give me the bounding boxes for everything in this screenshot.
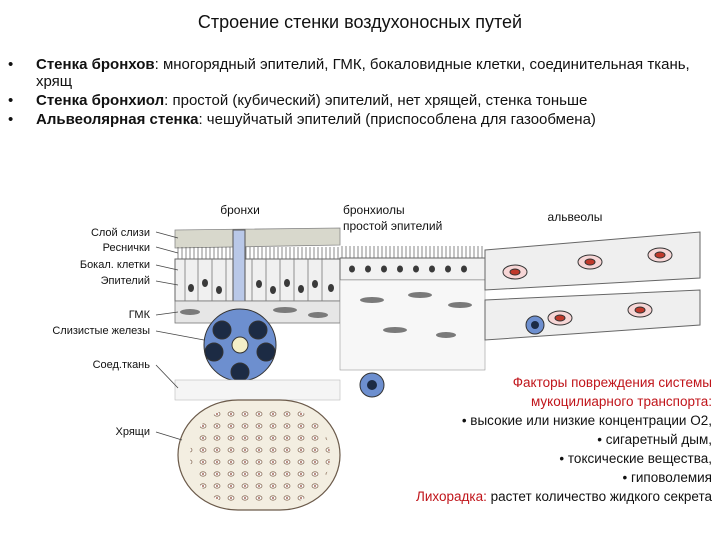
label-cartilage: Хрящи xyxy=(115,426,150,438)
factors-heading-2: мукоцилиарного транспорта: xyxy=(530,394,712,409)
label-bronchioles: бронхиолы xyxy=(343,203,405,217)
bullet-bronchi: • Стенка бронхов: многорядный эпителий, … xyxy=(8,56,708,90)
fever-label: Лихорадка: xyxy=(415,489,487,504)
alveolar-macrophage-nucleus xyxy=(531,321,539,329)
label-connective-tissue: Соед.ткань xyxy=(92,359,150,371)
cartilage-texture xyxy=(190,408,330,504)
bullet-alveolar-term: Альвеолярная стенка xyxy=(36,111,199,128)
bronchial-cilia xyxy=(175,247,340,259)
label-leaders xyxy=(155,231,205,441)
factor-item: • гиповолемия xyxy=(622,470,712,485)
bullet-dot: • xyxy=(8,56,14,73)
factors-heading-1: Факторы повреждения системы xyxy=(512,375,712,390)
fever-line: Лихорадка: растет количество жидкого сек… xyxy=(312,487,712,506)
label-epithelium: Эпителий xyxy=(100,275,150,287)
damage-factors: Факторы повреждения системы мукоцилиарно… xyxy=(312,373,712,506)
factor-item: • токсические вещества, xyxy=(559,451,712,466)
bullet-alveolar: • Альвеолярная стенка: чешуйчатый эпител… xyxy=(8,111,708,128)
label-bronchioles-epithelium: простой эпителий xyxy=(343,219,443,233)
bullet-bronchi-text: : многорядный эпителий, ГМК, бокаловидны… xyxy=(36,56,690,90)
label-cilia: Реснички xyxy=(102,242,150,254)
bullet-list: • Стенка бронхов: многорядный эпителий, … xyxy=(8,56,708,130)
mucous-gland xyxy=(203,308,277,382)
macrophage-nucleus xyxy=(367,380,377,390)
factor-item: • сигаретный дым, xyxy=(597,432,712,447)
capillaries xyxy=(502,247,673,326)
bronchiole-nuclei xyxy=(349,265,467,273)
factor-item: • высокие или низкие концентрации О2, xyxy=(461,413,712,428)
bullet-dot: • xyxy=(8,111,14,128)
bronchiole-smooth-muscle xyxy=(360,292,472,338)
label-mucus-layer: Слой слизи xyxy=(90,227,150,239)
page-title: Строение стенки воздухоносных путей xyxy=(197,12,523,32)
bullet-bronchi-term: Стенка бронхов xyxy=(36,56,155,73)
bullet-bronchioles: • Стенка бронхиол: простой (кубический) … xyxy=(8,92,708,109)
mucus-layer xyxy=(174,227,341,249)
label-goblet-cells: Бокал. клетки xyxy=(79,259,150,271)
smooth-muscle-cells xyxy=(180,307,328,318)
label-smooth-muscle: ГМК xyxy=(128,309,150,321)
fever-text: растет количество жидкого секрета xyxy=(486,489,712,504)
bullet-alveolar-text: : чешуйчатый эпителий (приспособлена для… xyxy=(198,111,596,128)
label-alveoli: альвеолы xyxy=(547,210,603,224)
label-mucous-glands: Слизистые железы xyxy=(52,325,150,337)
bullet-bronchioles-term: Стенка бронхиол xyxy=(36,92,165,109)
alveolar-wall-lower xyxy=(484,289,701,341)
bronchiole-cilia xyxy=(340,246,485,258)
epithelial-nuclei xyxy=(188,279,334,294)
bullet-dot: • xyxy=(8,92,14,109)
bullet-bronchioles-text: : простой (кубический) эпителий, нет хря… xyxy=(164,92,588,109)
bronchial-epithelium xyxy=(174,258,341,302)
label-bronchi: бронхи xyxy=(220,203,260,217)
epithelial-cells xyxy=(184,259,323,301)
